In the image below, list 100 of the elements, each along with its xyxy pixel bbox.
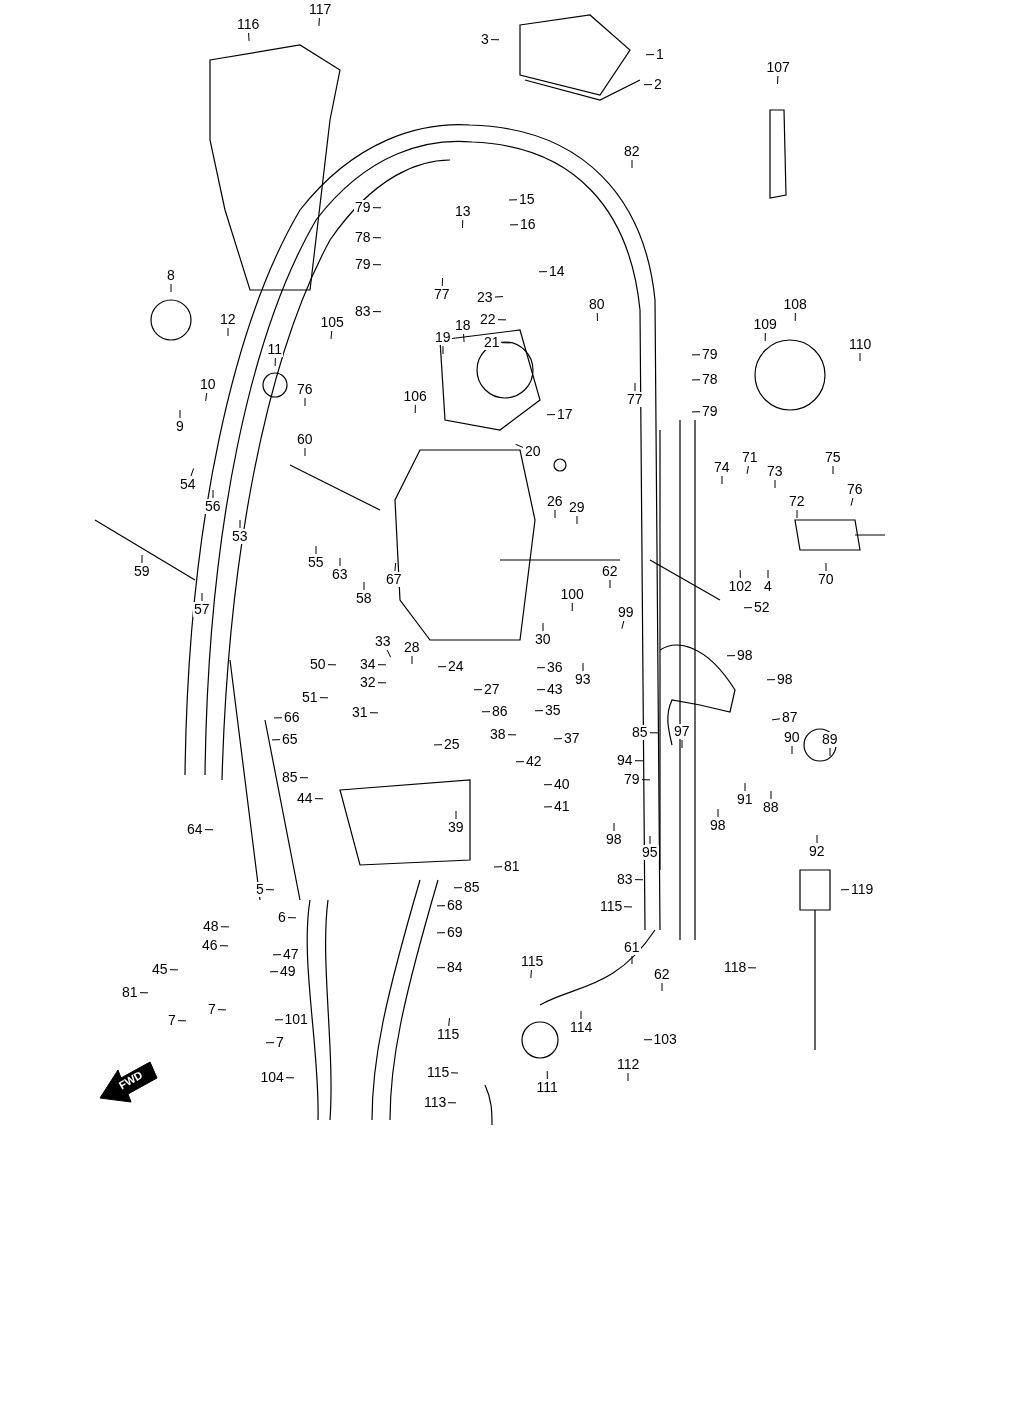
leader-line	[369, 712, 379, 714]
leader-line	[534, 710, 544, 712]
direction-label: FWD	[116, 1068, 145, 1092]
leader-line	[170, 283, 172, 293]
callout-number: 69	[446, 925, 464, 940]
callout-number: 25	[443, 737, 461, 752]
leader-line	[190, 467, 195, 477]
callout-number: 73	[766, 464, 784, 479]
leader-line	[645, 54, 655, 56]
callout-number: 8	[166, 268, 176, 283]
leader-line	[205, 392, 208, 402]
leader-line	[394, 562, 397, 572]
callout-number: 19	[434, 330, 452, 345]
leader-line	[441, 277, 443, 287]
leader-line	[536, 667, 546, 669]
callout-number: 32	[359, 675, 377, 690]
leader-line	[794, 312, 796, 322]
callout-number: 62	[653, 967, 671, 982]
leader-line	[542, 622, 544, 632]
leader-line	[139, 992, 149, 994]
leader-line	[274, 357, 276, 367]
leader-line	[179, 409, 181, 419]
leader-line	[339, 557, 341, 567]
callout-number: 83	[354, 304, 372, 319]
leader-line	[327, 664, 337, 666]
leader-line	[285, 1077, 295, 1079]
callout-number: 87	[781, 710, 799, 725]
callout-number: 34	[359, 657, 377, 672]
callout-number: 97	[673, 724, 691, 739]
leader-line	[631, 955, 633, 965]
callout-number: 78	[354, 230, 372, 245]
leader-line	[274, 1019, 284, 1021]
callout-number: 76	[846, 482, 864, 497]
leader-line	[363, 581, 365, 591]
leader-line	[497, 319, 507, 321]
leader-line	[631, 159, 633, 169]
leader-line	[507, 734, 517, 736]
callout-number: 7	[167, 1013, 177, 1028]
callout-number: 14	[548, 264, 566, 279]
leader-line	[726, 655, 736, 657]
leader-line	[643, 1039, 653, 1041]
leader-line	[774, 479, 776, 489]
callout-number: 98	[776, 672, 794, 687]
leader-line	[634, 879, 644, 881]
leader-line	[304, 447, 306, 457]
callout-number: 24	[447, 659, 465, 674]
callout-number: 79	[701, 347, 719, 362]
callout-number: 82	[623, 144, 641, 159]
callout-number: 41	[553, 799, 571, 814]
callout-number: 95	[641, 845, 659, 860]
callout-number: 60	[296, 432, 314, 447]
callout-number: 91	[736, 792, 754, 807]
callout-number: 98	[709, 818, 727, 833]
leader-line	[571, 602, 573, 612]
callout-number: 116	[236, 17, 261, 32]
callout-number: 98	[605, 832, 623, 847]
leader-line	[217, 1009, 227, 1011]
callout-number: 40	[553, 777, 571, 792]
callout-number: 27	[483, 682, 501, 697]
callout-number: 115	[520, 954, 545, 969]
leader-line	[448, 1017, 450, 1027]
leader-line	[204, 829, 214, 831]
callout-number: 99	[617, 605, 635, 620]
leader-line	[463, 333, 465, 343]
leader-line	[450, 1072, 459, 1074]
leader-line	[169, 969, 179, 971]
callout-number: 21	[483, 335, 501, 350]
leader-line	[433, 744, 443, 746]
callout-number: 108	[782, 297, 808, 312]
leader-line	[546, 414, 556, 416]
leader-line	[816, 834, 818, 844]
callout-number: 50	[309, 657, 327, 672]
leader-line	[829, 747, 831, 757]
callout-number: 93	[574, 672, 592, 687]
callout-number: 81	[121, 985, 139, 1000]
leader-line	[791, 745, 793, 755]
leader-line	[304, 397, 306, 407]
leader-line	[771, 718, 781, 721]
leader-line	[553, 738, 563, 740]
leader-line	[219, 945, 229, 947]
leader-line	[141, 554, 143, 564]
leader-line	[744, 782, 746, 792]
callout-number: 46	[201, 938, 219, 953]
leader-line	[318, 17, 320, 27]
leader-line	[764, 332, 766, 342]
callout-number: 76	[296, 382, 314, 397]
callout-number: 119	[850, 882, 875, 897]
leader-line	[372, 207, 382, 209]
callout-number: 4	[763, 579, 773, 594]
leader-line	[265, 889, 275, 891]
callout-number: 106	[402, 389, 428, 404]
leader-line	[436, 905, 446, 907]
callout-number: 107	[765, 60, 791, 75]
callout-number: 58	[355, 591, 373, 606]
callout-number: 35	[544, 703, 562, 718]
callout-number: 85	[281, 770, 299, 785]
callout-number: 65	[281, 732, 299, 747]
leader-line	[747, 967, 757, 969]
callout-number: 15	[518, 192, 536, 207]
callout-number: 100	[559, 587, 585, 602]
